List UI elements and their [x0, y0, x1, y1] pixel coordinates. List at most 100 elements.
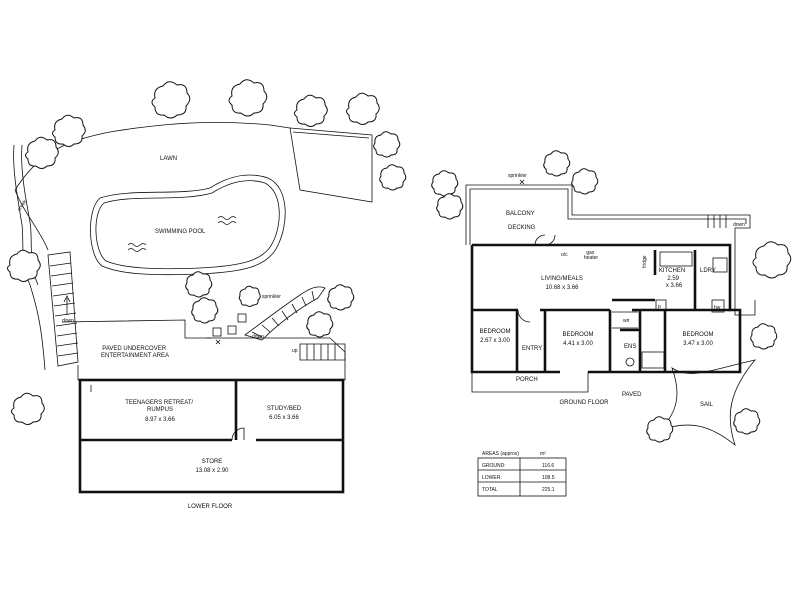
kitchen-label: KITCHEN: [659, 268, 685, 274]
stairs-left: [47, 251, 79, 367]
pantry-box: [655, 299, 667, 311]
water-mark: [217, 216, 237, 225]
bedroom3-dimensions: 3.47 x 3.00: [683, 341, 713, 347]
balcony-outline: [465, 184, 756, 316]
areas-header: AREAS (approx): [482, 451, 519, 457]
garden-bed: [289, 127, 373, 203]
tree-icon: [571, 168, 599, 195]
door-swing: [534, 234, 556, 246]
tree-icon: [238, 285, 261, 307]
kitchen-dimension-line: 2.59: [667, 276, 679, 282]
tree-icon: [346, 92, 380, 125]
lower-floor-title: LOWER FLOOR: [188, 504, 233, 510]
lower-building-wall: [78, 378, 345, 494]
pool-label: SWIMMING POOL: [155, 229, 206, 235]
tree-icon: [752, 241, 792, 279]
tree-icon: [294, 94, 328, 127]
retreat-line: RUMPUS: [147, 407, 173, 413]
sprinkler-head: [519, 179, 525, 185]
sail-label: SAIL: [700, 402, 714, 408]
sprinkler-head: [206, 337, 221, 345]
arrow-up-icon: [63, 295, 71, 315]
living-dimensions: 10.68 x 3.66: [545, 285, 579, 291]
paved-area-line: PAVED UNDERCOVER: [102, 346, 166, 352]
down-label: down: [62, 318, 74, 324]
living-label: LIVING/MEALS: [541, 276, 583, 282]
hw-label: hw: [714, 305, 721, 311]
entry-label: ENTRY: [522, 346, 542, 352]
areas-lower-label: LOWER:: [482, 475, 502, 481]
paved-label: PAVED: [622, 392, 642, 398]
tree-icon: [7, 249, 41, 282]
wir-label: wir: [623, 318, 630, 324]
lower-floor-site: [13, 121, 373, 494]
bedroom1-label: BEDROOM: [479, 329, 510, 335]
lawn-edge-left: [14, 189, 49, 251]
trees-lower: [7, 79, 407, 425]
store-dimensions: 13.08 x 2.90: [195, 468, 229, 474]
planter-box: [212, 327, 222, 337]
tree-icon: [327, 284, 355, 311]
kitchen-dimension-line: x 3.66: [666, 283, 683, 289]
swimming-pool-inner: [95, 180, 280, 270]
deck-stairs: [707, 215, 727, 228]
toilet: [625, 357, 635, 367]
sprinkler-label-ground: sprinkler: [508, 173, 527, 179]
door-swing: [517, 309, 531, 323]
bath: [641, 351, 665, 369]
pantry-label: p: [658, 304, 661, 310]
tree-icon: [11, 392, 45, 425]
areas-ground-value: 116.6: [542, 463, 554, 469]
stairs-up: [299, 343, 346, 361]
tree-icon: [436, 193, 464, 220]
trees-ground: [431, 150, 792, 443]
areas-table-lines: [478, 458, 566, 496]
lower-internal-wall: [80, 380, 343, 442]
curved-stairs-treads: [251, 290, 315, 338]
tree-icon: [185, 271, 213, 298]
bedroom1-dimensions: 2.67 x 3.00: [480, 338, 510, 344]
tree-icon: [25, 136, 59, 169]
bedroom3-label: BEDROOM: [682, 332, 713, 338]
hot-water-box: [711, 299, 725, 313]
planter-box: [237, 313, 247, 323]
down-label-2: down: [252, 334, 264, 340]
planter-box: [227, 325, 237, 335]
balcony-rail: [469, 188, 747, 245]
porch-label: PORCH: [516, 377, 538, 383]
porch-outline: [471, 372, 589, 393]
ground-external-wall: [470, 243, 742, 374]
study-dimensions: 6.05 x 3.66: [269, 415, 299, 421]
retreat-line: TEENAGERS RETREAT/: [125, 400, 193, 406]
kitchen-bench: [659, 251, 693, 267]
laundry-label: LDRY: [700, 268, 716, 274]
tree-icon: [191, 297, 219, 324]
lawn-label: LAWN: [160, 156, 177, 162]
tree-icon: [52, 114, 86, 147]
areas-table-box: [477, 457, 567, 497]
areas-table: [477, 457, 567, 497]
curved-stairs: [244, 286, 326, 341]
retreat-label: TEENAGERS RETREAT/ RUMPUS: [125, 400, 195, 413]
areas-lower-value: 108.5: [542, 475, 555, 481]
oc-label: o/c: [561, 252, 568, 258]
retreat-dimensions: 8.97 x 3.66: [145, 417, 175, 423]
ground-floor-plan: [465, 179, 757, 447]
bedroom2-label: BEDROOM: [562, 332, 593, 338]
swimming-pool: [90, 174, 286, 276]
gas-heater-line: gas: [586, 250, 595, 256]
kitchen-dimensions: 2.59 x 3.66: [666, 276, 683, 289]
areas-total-label: TOTAL: [482, 487, 498, 493]
tree-icon: [646, 416, 674, 443]
up-label: up: [292, 348, 298, 354]
paved-area-label: PAVED UNDERCOVER ENTERTAINMENT AREA: [101, 346, 169, 359]
ensuite-label: ENS: [624, 344, 636, 350]
paved-area-line: ENTERTAINMENT AREA: [101, 353, 169, 359]
ground-internal-wall: [472, 250, 730, 372]
balcony-label: BALCONY: [506, 211, 535, 217]
gas-heater-line: heater: [584, 255, 599, 261]
tree-icon: [228, 79, 268, 117]
decking-label: DECKING: [508, 225, 536, 231]
tree-icon: [373, 131, 401, 158]
tree-icon: [431, 170, 459, 197]
